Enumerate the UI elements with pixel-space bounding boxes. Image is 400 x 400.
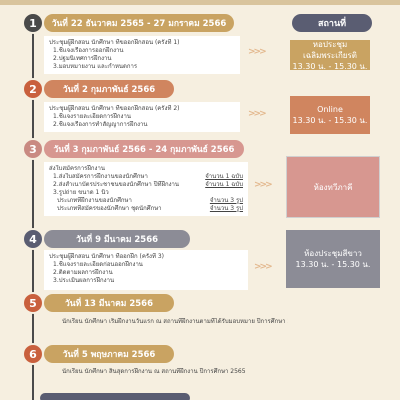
step-number-5: 5 — [22, 292, 44, 314]
step-3-title: ส่งใบสมัครการฝึกงาน — [49, 165, 105, 172]
step-2-item: 2.ชี้แจงเรื่องการทำสัญญาการฝึกงาน — [53, 121, 148, 128]
step-4-title: ประชุมผู้ฝึกสอน นักศึกษา ที่ออกฝึก (ครั้… — [49, 253, 165, 260]
step-1-date: วันที่ 22 ธันวาคม 2565 - 27 มกราคม 2566 — [44, 14, 234, 32]
step-1-title: ประชุมผู้ฝึกสอน นักศึกษา ที่ขออกฝึกสอน (… — [49, 39, 180, 46]
timeline-line — [32, 14, 34, 400]
step-number-6: 6 — [22, 343, 44, 365]
step-2-title: ประชุมผู้ฝึกสอน นักศึกษา ที่ขออกฝึกสอน (… — [49, 105, 180, 112]
step-1-card: ประชุมผู้ฝึกสอน นักศึกษา ที่ขออกฝึกสอน (… — [44, 36, 240, 74]
step-3-item: ประเภทที่ฝึกงานของนักศึกษา จำนวน 3 รูป — [49, 197, 243, 205]
step-number-2: 2 — [22, 78, 44, 100]
step-3-card: ส่งใบสมัครการฝึกงาน 1.ส่งใบสมัครการฝึกงา… — [44, 162, 248, 216]
venue-1: หอประชุมเฉลิมพระเกียรติ 13.30 น. - 15.30… — [290, 39, 370, 71]
step-3-item-text: 2.ส่งสำเนาบัตรประชาชนของนักศึกษา ปีที่ฝึ… — [53, 181, 180, 188]
step-6-text: นักเรียน นักศึกษา สิ้นสุดการฝึกงาน ณ สถา… — [62, 368, 246, 375]
step-3-item-text: ประเภทที่ฝึกงานของนักศึกษา — [57, 197, 132, 204]
step-3-item-text: 1.ส่งใบสมัครการฝึกงานของนักศึกษา — [53, 173, 148, 180]
step-3-item-text: ประเภทที่สมัครของนักศึกษา ชุดนักศึกษา — [57, 205, 162, 212]
step-3-item: 1.ส่งใบสมัครการฝึกงานของนักศึกษา จำนวน 1… — [49, 173, 243, 181]
venue-3: ห้องทวีภาคี — [286, 156, 380, 218]
step-2-card: ประชุมผู้ฝึกสอน นักศึกษา ที่ขออกฝึกสอน (… — [44, 102, 240, 132]
step-4-card: ประชุมผู้ฝึกสอน นักศึกษา ที่ออกฝึก (ครั้… — [44, 250, 248, 290]
step-number-4: 4 — [22, 228, 44, 250]
step-1-item: 1.ชี้แจงเรื่องการออกฝึกงาน — [53, 47, 124, 54]
step-3-item-qty: จำนวน 3 รูป — [209, 205, 243, 212]
step-3-item-qty: จำนวน 1 ฉบับ — [205, 173, 243, 180]
step-4-date: วันที่ 9 มีนาคม 2566 — [44, 230, 190, 248]
step-2-item: 1.ชี้แจงรายละเอียดการฝึกงาน — [53, 113, 131, 120]
arrow-icon: >>> — [248, 47, 267, 57]
step-2-date: วันที่ 2 กุมภาพันธ์ 2566 — [44, 80, 174, 98]
venue-2: Online 13.30 น. - 15.30 น. — [290, 96, 370, 134]
step-1-item: 3.มอบหมายงาน และกำหนดการ — [53, 63, 138, 70]
step-number-1: 1 — [22, 12, 44, 34]
step-3-item: 3.รูปถ่าย ขนาด 1 นิ้ว — [53, 189, 109, 196]
step-1-item: 2.ปฐมนิเทศการฝึกงาน — [53, 55, 112, 62]
step-3-date: วันที่ 3 กุมภาพันธ์ 2566 - 24 กุมภาพันธ์… — [44, 140, 244, 158]
step-4-item: 3.ประเมินผลการฝึกงาน — [53, 277, 115, 284]
venue-4-name: ห้องประชุมสีขาว — [304, 249, 362, 258]
step-6-date: วันที่ 5 พฤษภาคม 2566 — [44, 345, 174, 363]
bottom-decorative-bar — [40, 393, 190, 400]
step-4-item: 2.ติดตามผลการฝึกงาน — [53, 269, 113, 276]
arrow-icon: >>> — [254, 180, 273, 190]
step-3-item-qty: จำนวน 1 ฉบับ — [205, 181, 243, 188]
venue-header: สถานที่ — [292, 14, 372, 32]
step-5-date: วันที่ 13 มีนาคม 2566 — [44, 294, 174, 312]
step-3-item: 2.ส่งสำเนาบัตรประชาชนของนักศึกษา ปีที่ฝึ… — [49, 181, 243, 189]
step-3-item: ประเภทที่สมัครของนักศึกษา ชุดนักศึกษา จำ… — [49, 205, 243, 213]
venue-1-name: หอประชุมเฉลิมพระเกียรติ — [303, 39, 357, 60]
venue-1-time: 13.30 น. - 15.30 น. — [292, 61, 368, 71]
step-4-item: 1.ชี้แจงรายละเอียดก่อนออกฝึกงาน — [53, 261, 143, 268]
arrow-icon: >>> — [254, 262, 273, 272]
step-5-text: นักเรียน นักศึกษา เริ่มฝึกงานวันแรก ณ สถ… — [62, 318, 288, 325]
venue-2-time: 13.30 น. - 15.30 น. — [292, 116, 368, 125]
step-number-3: 3 — [22, 138, 44, 160]
step-3-item-qty: จำนวน 3 รูป — [209, 197, 243, 204]
venue-4-time: 13.30 น. - 15.30 น. — [295, 260, 371, 269]
venue-3-name: ห้องทวีภาคี — [313, 182, 353, 192]
top-decorative-bar — [0, 0, 400, 5]
venue-4: ห้องประชุมสีขาว 13.30 น. - 15.30 น. — [286, 230, 380, 288]
arrow-icon: >>> — [248, 109, 267, 119]
venue-2-name: Online — [317, 105, 343, 114]
